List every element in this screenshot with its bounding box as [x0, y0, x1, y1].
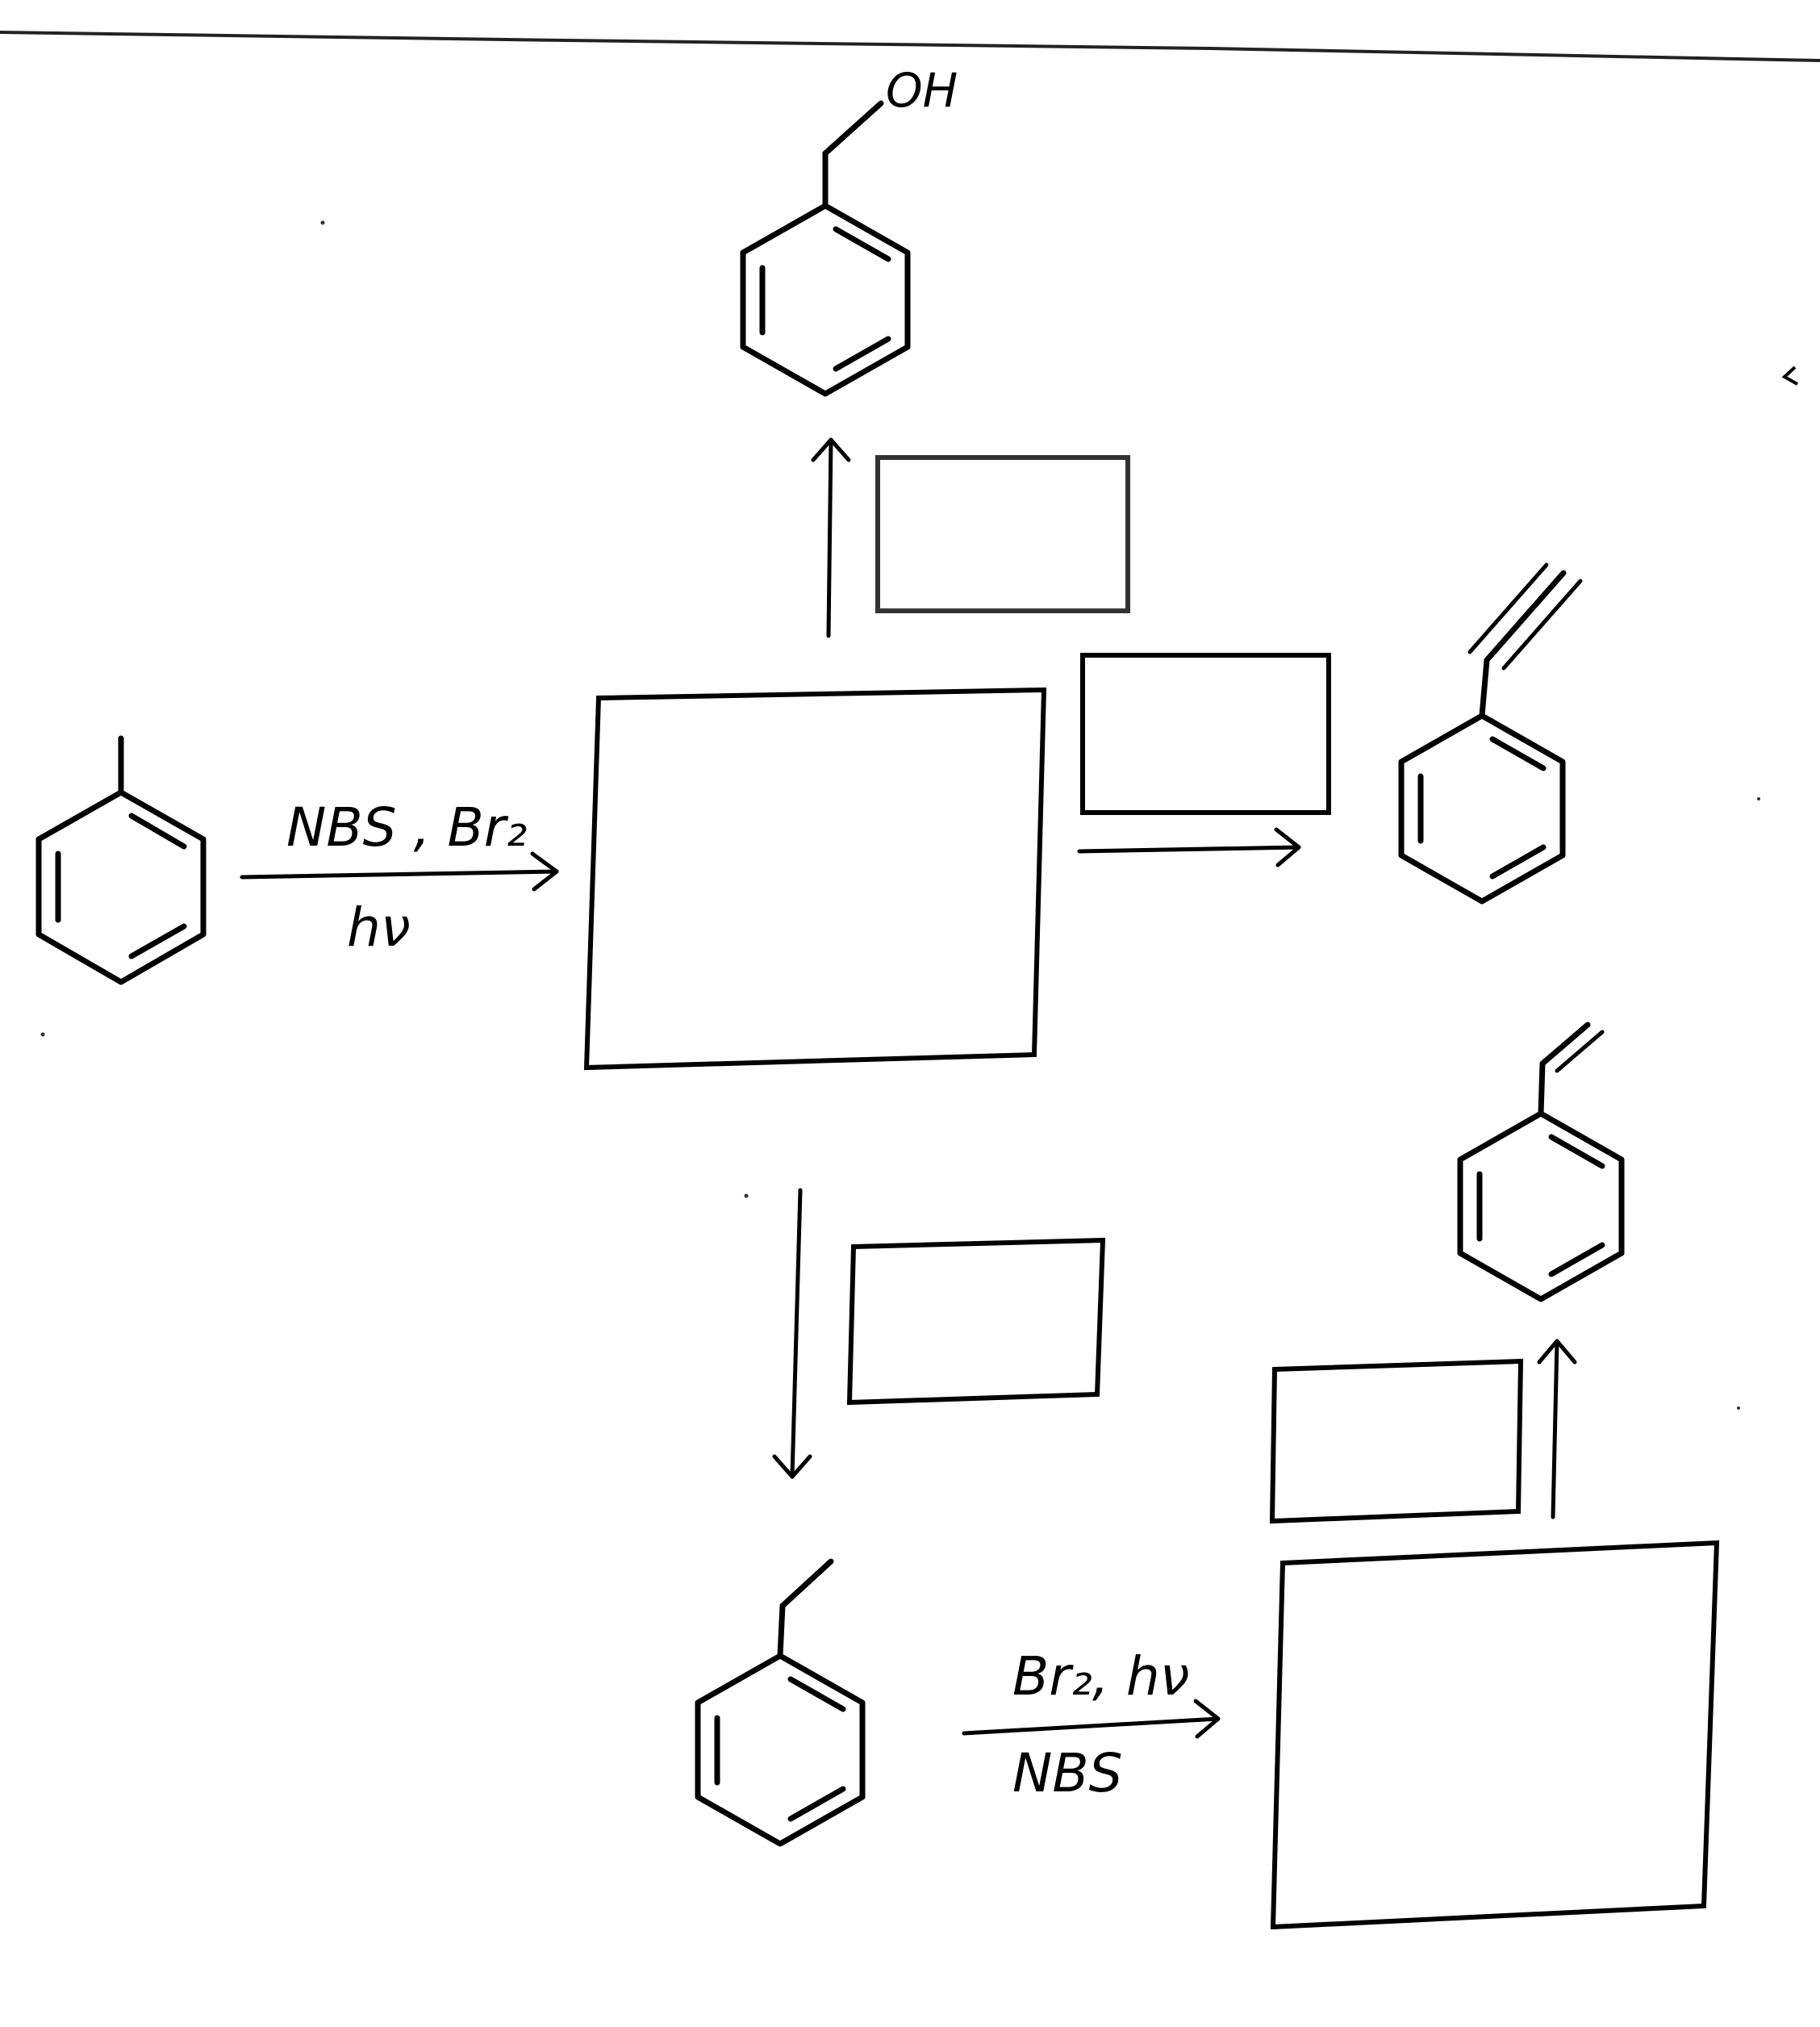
right-arrow — [1077, 827, 1301, 867]
to-alkyne-reagent-box[interactable] — [1080, 653, 1331, 815]
styrene-structure — [1457, 1022, 1625, 1302]
step1-reagent-above: NBS , Br₂ — [286, 796, 527, 859]
benzyl-alcohol-structure — [740, 100, 911, 397]
ethylbenzene-structure — [695, 1558, 866, 1847]
hydroxyl-label: OH — [886, 63, 958, 118]
styrene-up-arrow — [1537, 1339, 1577, 1519]
to-alcohol-reagent-box[interactable] — [875, 455, 1130, 613]
to-styrene-reagent-box[interactable] — [1269, 1358, 1524, 1524]
step5-arrow — [962, 1699, 1221, 1739]
step5-reagent-below: NBS — [1012, 1742, 1123, 1804]
page-top-edge — [0, 31, 1820, 62]
scan-specks — [40, 220, 1798, 1410]
bromination-product-answer-box[interactable] — [1270, 1540, 1720, 1930]
to-ethylbenzene-reagent-box[interactable] — [846, 1237, 1106, 1406]
step1-reagent-below: hν — [347, 896, 411, 959]
toluene-structure — [35, 735, 207, 985]
step5-reagent-above: Br₂, hν — [1012, 1645, 1190, 1707]
intermediate-answer-box[interactable] — [583, 687, 1047, 1071]
down-arrow — [772, 1188, 812, 1479]
up-arrow — [811, 437, 851, 638]
propargylbenzene-structure — [1398, 562, 1583, 905]
step1-arrow — [240, 851, 559, 892]
